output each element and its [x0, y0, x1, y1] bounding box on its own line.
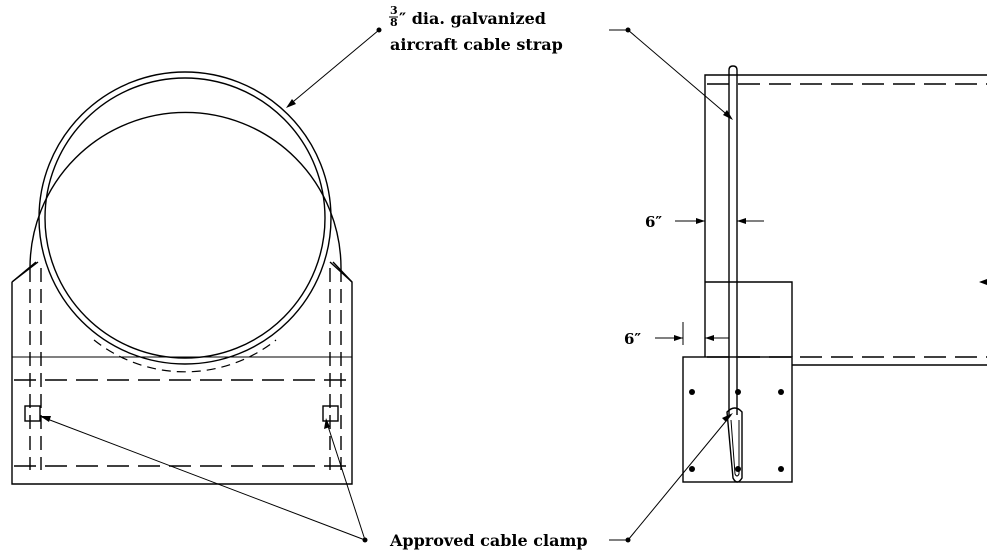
bolt: [778, 466, 784, 472]
dim-upper-arrow-right: [737, 218, 746, 224]
leader-cable-left-arrow: [286, 99, 296, 108]
leader-clamp-left: [41, 416, 366, 541]
dim-lower-arrow-left: [674, 335, 683, 341]
bolt: [689, 389, 695, 395]
leaders: [40, 27, 733, 543]
cable-label-line1: ″ dia. galvanized: [399, 9, 546, 28]
cable-strap-outer: [29, 268, 42, 470]
bolt: [778, 389, 784, 395]
clamp-label: Approved cable clamp: [389, 531, 588, 550]
leader-cable-right-arrow: [723, 110, 733, 120]
cable-clamp-inner: [730, 419, 740, 477]
dimension-upper: 6″: [645, 213, 662, 231]
dim-upper-arrow-left: [696, 218, 705, 224]
bolt: [689, 466, 695, 472]
side-view: [655, 65, 987, 483]
leader-clamp-side: [627, 414, 732, 541]
leader-cable-left: [287, 29, 380, 107]
bolt: [735, 389, 741, 395]
bolt: [735, 466, 741, 472]
leader-clamp-side-arrow: [722, 413, 733, 422]
leader-clamp-right-arrow: [324, 418, 330, 429]
upper-block: [705, 281, 793, 357]
leader-clamp-right: [325, 419, 366, 541]
cable-strap-label: 3 8 ″ dia. galvanized aircraft cable str…: [389, 4, 563, 54]
cable-strap-right: [329, 268, 342, 470]
leader-clamp-left-arrow: [40, 416, 51, 422]
cable-clamp-loop: [726, 407, 743, 483]
cable-fraction-numerator: 3: [390, 4, 398, 17]
cable-label-line2: aircraft cable strap: [390, 35, 563, 54]
leader-cable-right: [627, 29, 732, 119]
cable-strap-arc: [29, 111, 342, 269]
pipe-side: [704, 74, 987, 366]
clamp-right: [322, 405, 339, 422]
pipe-inner: [44, 77, 326, 359]
end-view: [11, 71, 353, 485]
pipe-outer: [38, 71, 332, 365]
cable-strap-side: [728, 65, 738, 415]
clamp-left: [24, 405, 41, 422]
edge-arrow-head: [979, 279, 987, 285]
dim-lower-arrow-right: [705, 335, 714, 341]
saddle-top-edges: [11, 261, 353, 283]
cable-fraction-denominator: 8: [390, 16, 398, 29]
leader-dot: [376, 27, 382, 33]
pipe-hidden-bottom: [93, 339, 277, 373]
dimension-lower: 6″: [624, 330, 641, 348]
